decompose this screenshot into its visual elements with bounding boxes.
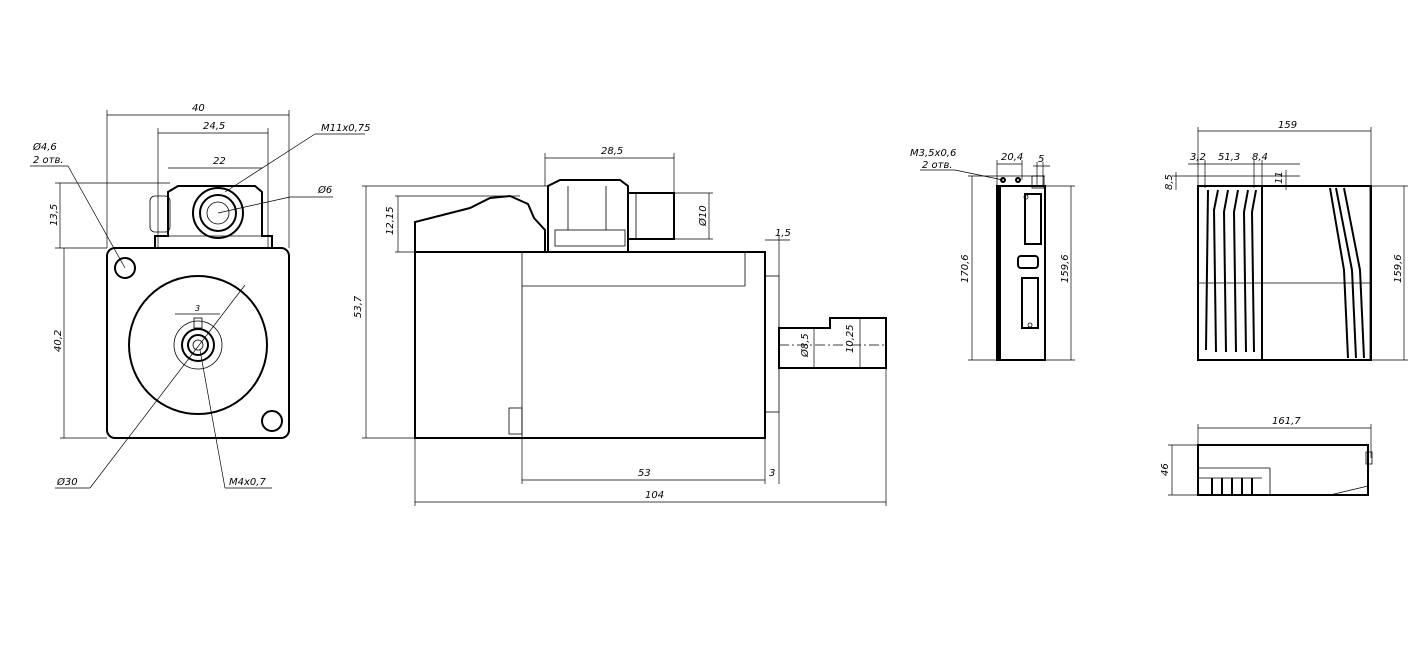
key-width-label: 3 bbox=[195, 304, 200, 313]
connector-middle bbox=[1017, 255, 1039, 269]
dim-13-5: 13,5 bbox=[49, 204, 60, 226]
encoder-cover bbox=[414, 194, 546, 252]
dia-8-5-label: Ø8,5 bbox=[799, 333, 811, 358]
driver-heatsink-strip bbox=[997, 186, 1001, 360]
pilot-circle bbox=[128, 275, 268, 415]
mounting-hole-bottom-right bbox=[261, 410, 283, 432]
connector-bottom bbox=[1021, 277, 1039, 329]
dim-161-7: 161,7 bbox=[1272, 416, 1301, 427]
hole-count-label: 2 отв. bbox=[33, 155, 64, 166]
connector-inner bbox=[206, 201, 230, 225]
dim-24-5: 24,5 bbox=[203, 121, 225, 132]
hole-dia-label: Ø4,6 bbox=[32, 141, 57, 153]
motor-side-view: 28,5 Ø10 12,15 53,7 1,5 Ø8,5 10,25 53 3 … bbox=[353, 146, 887, 506]
dim-159-6-front: 159,6 bbox=[1393, 254, 1404, 283]
dia-6-label: Ø6 bbox=[317, 184, 332, 196]
shaft-circle bbox=[181, 328, 215, 362]
driver-front-body bbox=[1197, 185, 1372, 361]
dim-3: 3 bbox=[769, 468, 775, 479]
motor-flange bbox=[106, 247, 290, 439]
thread-connector-label: M11x0,75 bbox=[321, 123, 371, 134]
dim-51-3: 51,3 bbox=[1218, 152, 1240, 163]
driver-side-body bbox=[996, 185, 1046, 361]
shaft-thread bbox=[192, 339, 204, 351]
dim-40-2: 40,2 bbox=[53, 330, 64, 352]
dim-170-6: 170,6 bbox=[960, 254, 971, 283]
dia-30-label: Ø30 bbox=[56, 476, 78, 488]
driver-top-body bbox=[1197, 444, 1369, 496]
mounting-hole-top-left bbox=[114, 257, 136, 279]
top-fins bbox=[1211, 478, 1253, 495]
dim-46: 46 bbox=[1160, 463, 1171, 476]
dim-3-2: 3,2 bbox=[1190, 152, 1206, 163]
dim-159: 159 bbox=[1278, 120, 1297, 131]
connector-top bbox=[1024, 193, 1042, 245]
dim-28-5: 28,5 bbox=[601, 146, 623, 157]
dim-8-4: 8,4 bbox=[1252, 152, 1268, 163]
dim-104: 104 bbox=[645, 490, 664, 501]
shaft-inner bbox=[187, 334, 209, 356]
dia-10-label: Ø10 bbox=[697, 205, 709, 227]
dim-5: 5 bbox=[1038, 154, 1044, 165]
cooling-fins-right bbox=[1329, 187, 1365, 359]
dim-1-5: 1,5 bbox=[775, 228, 791, 239]
connector-thread bbox=[199, 194, 237, 232]
motor-shaft bbox=[778, 317, 887, 369]
connector-outer bbox=[192, 187, 244, 239]
driver-thread-label: M3,5x0,6 bbox=[910, 148, 956, 159]
dim-22: 22 bbox=[213, 156, 226, 167]
shaft-boss bbox=[173, 320, 223, 370]
dim-12-15: 12,15 bbox=[385, 206, 396, 235]
dim-53: 53 bbox=[638, 468, 651, 479]
dim-8-5: 8,5 bbox=[1164, 174, 1175, 190]
cooling-fins-left bbox=[1205, 189, 1257, 353]
dim-40: 40 bbox=[192, 103, 205, 114]
motor-body bbox=[414, 251, 766, 439]
motor-front-view: 40 24,5 22 M11x0,75 Ø6 Ø4,6 2 отв. 13,5 … bbox=[30, 103, 371, 489]
driver-side-view: 20,4 5 M3,5x0,6 2 отв. 170,6 159,6 bbox=[910, 148, 1075, 361]
dim-20-4: 20,4 bbox=[1001, 152, 1023, 163]
dim-53-7: 53,7 bbox=[353, 295, 364, 318]
shaft-key bbox=[193, 317, 203, 329]
driver-hole-count-label: 2 отв. bbox=[922, 160, 953, 171]
connector-side-lug bbox=[149, 195, 171, 233]
thread-shaft-label: M4x0,7 bbox=[229, 477, 266, 488]
connector-nut bbox=[627, 192, 675, 240]
dim-11: 11 bbox=[1274, 171, 1285, 184]
side-connector bbox=[547, 179, 629, 252]
driver-front-view: 159 3,2 51,3 8,4 8,5 11 159,6 bbox=[1164, 120, 1408, 361]
driver-top-view: 161,7 46 bbox=[1160, 416, 1373, 496]
dim-10-25: 10,25 bbox=[845, 324, 856, 353]
dim-159-6-side: 159,6 bbox=[1060, 254, 1071, 283]
